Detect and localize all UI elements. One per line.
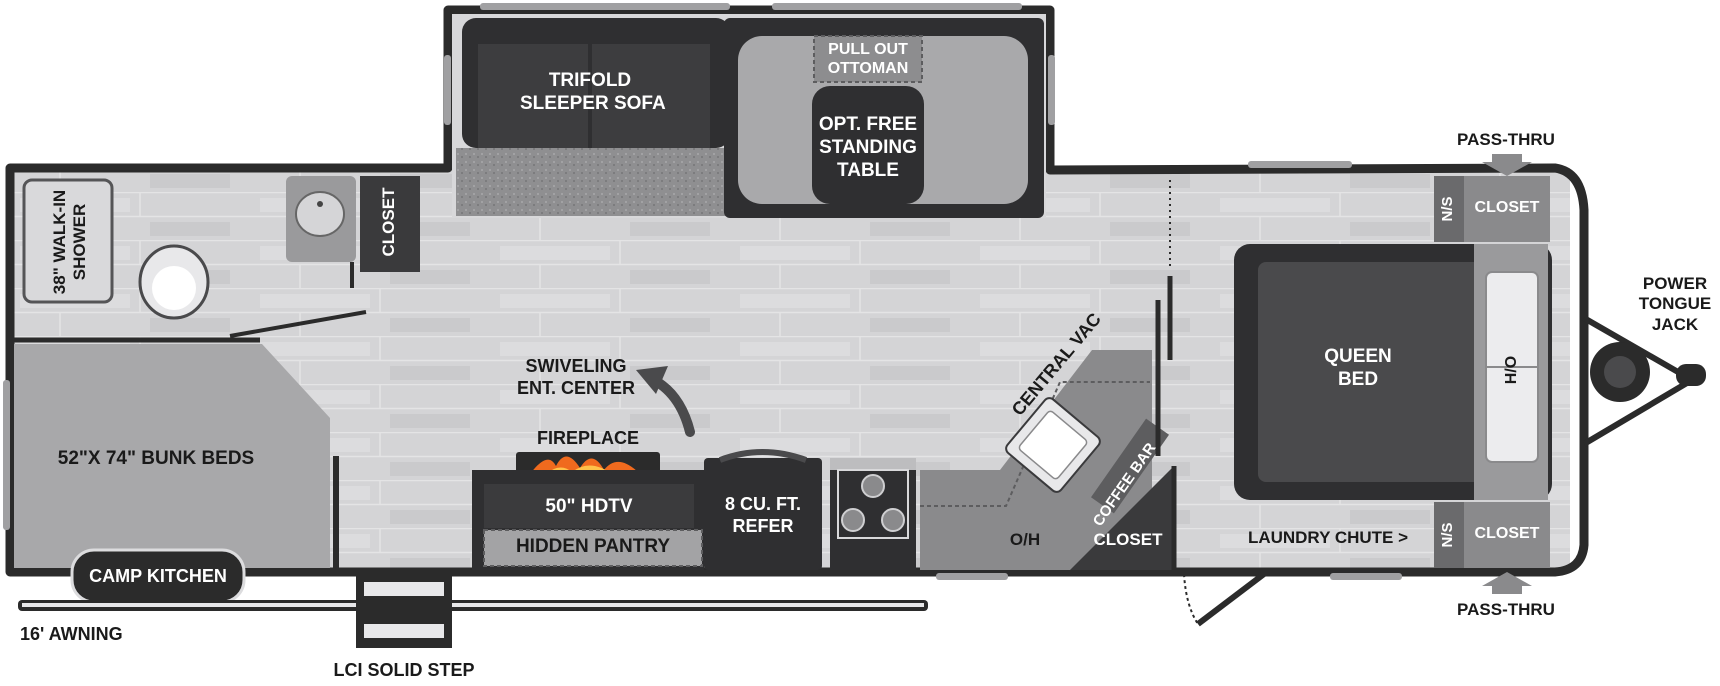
- slide-window-right: [1048, 55, 1055, 125]
- window-left: [3, 380, 10, 530]
- pull-out-ottoman: [813, 35, 923, 83]
- bath-sink: [295, 191, 345, 237]
- bunk-beds-label: 52"X 74" BUNK BEDS: [57, 448, 255, 469]
- step-tread-2: [364, 624, 444, 638]
- outer-wall: [5, 5, 1589, 577]
- slide-window-left: [444, 55, 451, 125]
- fireplace-label: FIREPLACE: [536, 428, 639, 448]
- refer-handle: [718, 449, 808, 463]
- stove-grate: [837, 469, 909, 539]
- nightstand-top: [1434, 176, 1464, 242]
- swivel-arrowhead: [636, 366, 668, 394]
- refer-label: 8 CU. FT.REFER: [724, 494, 801, 536]
- bath-door: [229, 310, 367, 338]
- hitch-coupler: [1676, 364, 1706, 386]
- ho-label: H/O: [1503, 355, 1520, 385]
- bath-closet-label: CLOSET: [379, 187, 398, 257]
- pass-thru-top-arrow: [1482, 154, 1532, 176]
- window-top: [1248, 161, 1352, 168]
- pass-thru-bottom-label: PASS-THRU: [1457, 600, 1555, 619]
- entry-door: [1196, 571, 1266, 627]
- oh-label: O/H: [1009, 530, 1041, 549]
- kitchen-sink-inner: [1018, 410, 1088, 480]
- sofa-cushion-1: [478, 44, 588, 148]
- sofa-cushion-2: [592, 44, 710, 148]
- step-tread-1: [364, 582, 444, 596]
- window-bottom-1: [936, 573, 1008, 580]
- closet-bottom: [1464, 502, 1550, 568]
- awning-bar-highlight: [22, 603, 924, 607]
- window-bottom-2: [1330, 573, 1402, 580]
- nightstand-bottom: [1434, 502, 1464, 568]
- bunk-beds: [14, 344, 330, 568]
- pass-thru-bottom-arrow: [1482, 572, 1532, 594]
- overhead-cabinet-outline: [920, 381, 1150, 507]
- queen-bed: [1258, 262, 1498, 482]
- jack-inner: [1604, 356, 1636, 388]
- kitchen-closet-label: CLOSET: [1093, 530, 1163, 549]
- hdtv-panel: [484, 484, 694, 528]
- hidden-pantry-label: HIDDEN PANTRY: [515, 536, 671, 557]
- pass-thru-top-label: PASS-THRU: [1457, 130, 1555, 149]
- laundry-chute-label: LAUNDRY CHUTE >: [1247, 528, 1409, 547]
- refrigerator: [704, 458, 822, 570]
- walk-in-shower: [22, 178, 114, 304]
- awning-label: 16' AWNING: [20, 624, 123, 644]
- ns-bottom-label: N/S: [1439, 522, 1456, 548]
- closet-top-label: CLOSET: [1474, 199, 1540, 216]
- ns-top-label: N/S: [1439, 196, 1456, 222]
- burner-3: [881, 508, 905, 532]
- camp-kitchen-label: CAMP KITCHEN: [89, 566, 227, 586]
- toilet-bowl: [152, 266, 196, 310]
- stove-rear: [830, 458, 916, 470]
- entry-door-swing: [1183, 573, 1199, 625]
- burner-2: [841, 508, 865, 532]
- closet-top: [1464, 176, 1550, 242]
- slide-window-1: [480, 3, 730, 10]
- kitchen-closet: [1070, 466, 1174, 570]
- hdtv-label: 50" HDTV: [545, 496, 633, 517]
- hidden-pantry: [483, 529, 703, 567]
- coffee-bar: [1091, 418, 1169, 514]
- burner-1: [861, 474, 885, 498]
- slide-window-2: [772, 3, 1022, 10]
- bath-closet: [360, 176, 420, 272]
- free-standing-table: [812, 86, 924, 204]
- closet-bottom-label: CLOSET: [1474, 525, 1540, 542]
- solid-step-label: LCI SOLID STEP: [333, 660, 475, 680]
- sink-faucet: [317, 201, 323, 207]
